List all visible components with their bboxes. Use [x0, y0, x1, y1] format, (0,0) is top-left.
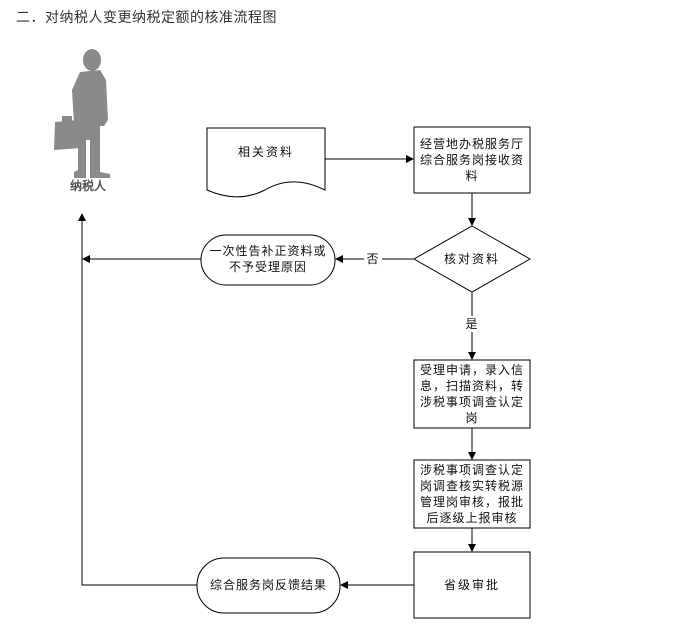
investigate-node[interactable]	[413, 459, 531, 529]
approve-node[interactable]	[413, 551, 531, 619]
page-title: 二．对纳税人变更纳税定额的核准流程图	[16, 10, 277, 26]
feedback-label: 综合服务岗反馈结果	[209, 578, 327, 592]
document-node[interactable]	[206, 127, 326, 198]
receive-label: 经营地办税服务厅综合服务岗接收资料	[419, 137, 524, 183]
approve-label: 省级审批	[443, 578, 500, 592]
accept-node[interactable]	[413, 359, 531, 429]
edge-feedback-actor	[78, 213, 197, 586]
yes-label: 是	[465, 317, 479, 331]
actor-label: 纳税人	[69, 179, 106, 193]
document-label: 相关资料	[237, 145, 294, 159]
businessman-silhouette-icon	[54, 49, 110, 178]
investigate-label: 涉税事项调查认定岗调查核实转税源管理岗审核，报批后逐级上报审核	[419, 463, 524, 525]
check-label: 核对资料	[443, 252, 500, 266]
reject-label: 一次性告补正资料或不予受理原因	[209, 244, 327, 274]
receive-node[interactable]	[413, 126, 531, 194]
no-label: 否	[366, 252, 380, 266]
accept-label: 受理申请，录入信息，扫描资料，转涉税事项调查认定岗	[419, 363, 524, 425]
